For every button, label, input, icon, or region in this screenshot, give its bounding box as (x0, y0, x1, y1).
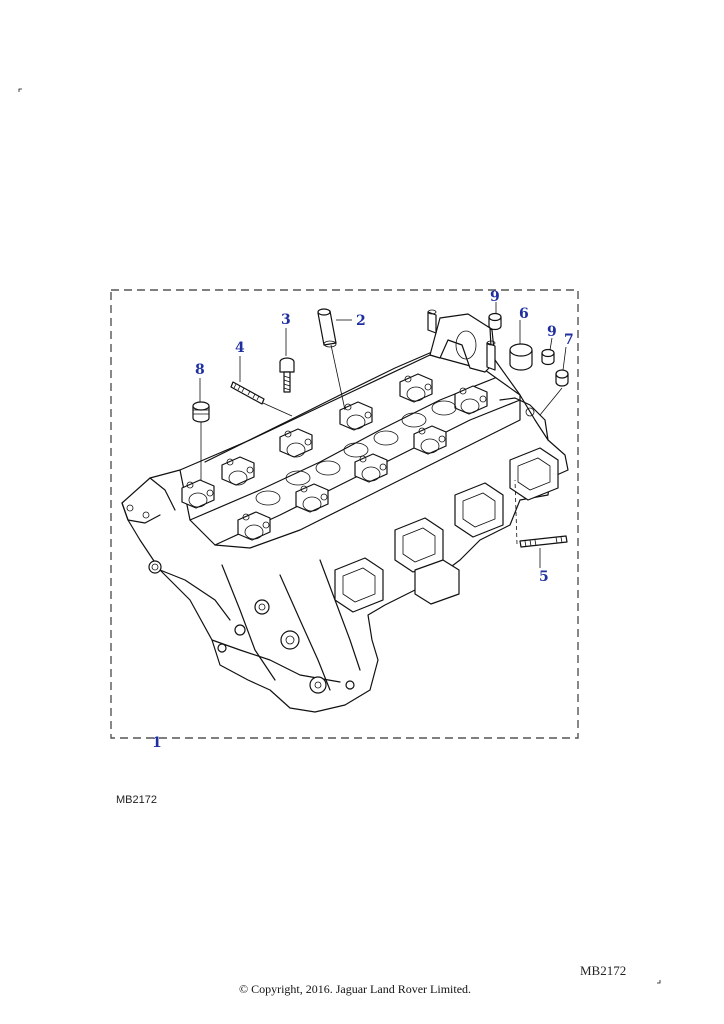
copyright-notice: © Copyright, 2016. Jaguar Land Rover Lim… (239, 982, 471, 996)
part-8-plug (192, 401, 210, 423)
leader-lines (199, 302, 567, 568)
cap-bolts (186, 375, 487, 529)
corner-mark (657, 980, 661, 984)
part-5-stud (519, 535, 568, 548)
callout-4: 4 (235, 340, 245, 356)
part-3-bolt (279, 357, 295, 393)
part-9-plug-upper (488, 312, 502, 331)
callout-9-upper: 9 (490, 289, 500, 305)
callout-7: 7 (564, 332, 574, 348)
callout-1: 1 (152, 735, 162, 751)
page-ref: MB2172 (580, 963, 626, 978)
part-9-plug-lower (541, 348, 555, 366)
part-2-dowel-sleeve (317, 308, 337, 348)
part-6-seal (509, 343, 533, 371)
corner-mark (18, 88, 22, 92)
callout-2: 2 (356, 313, 366, 329)
part-7-plug (555, 369, 569, 387)
part-4-stud (230, 381, 265, 405)
assembly-boundary (110, 289, 579, 739)
figure-ref: MB2172 (116, 794, 157, 806)
tappet-bores (255, 400, 457, 506)
callout-6: 6 (519, 306, 529, 322)
cylinder-head (121, 309, 569, 713)
journal-bores (188, 386, 480, 540)
callout-9-lower: 9 (547, 324, 557, 340)
callout-3: 3 (281, 312, 291, 328)
exhaust-ports (334, 447, 559, 613)
callout-8: 8 (195, 362, 205, 378)
callout-5: 5 (539, 569, 549, 585)
